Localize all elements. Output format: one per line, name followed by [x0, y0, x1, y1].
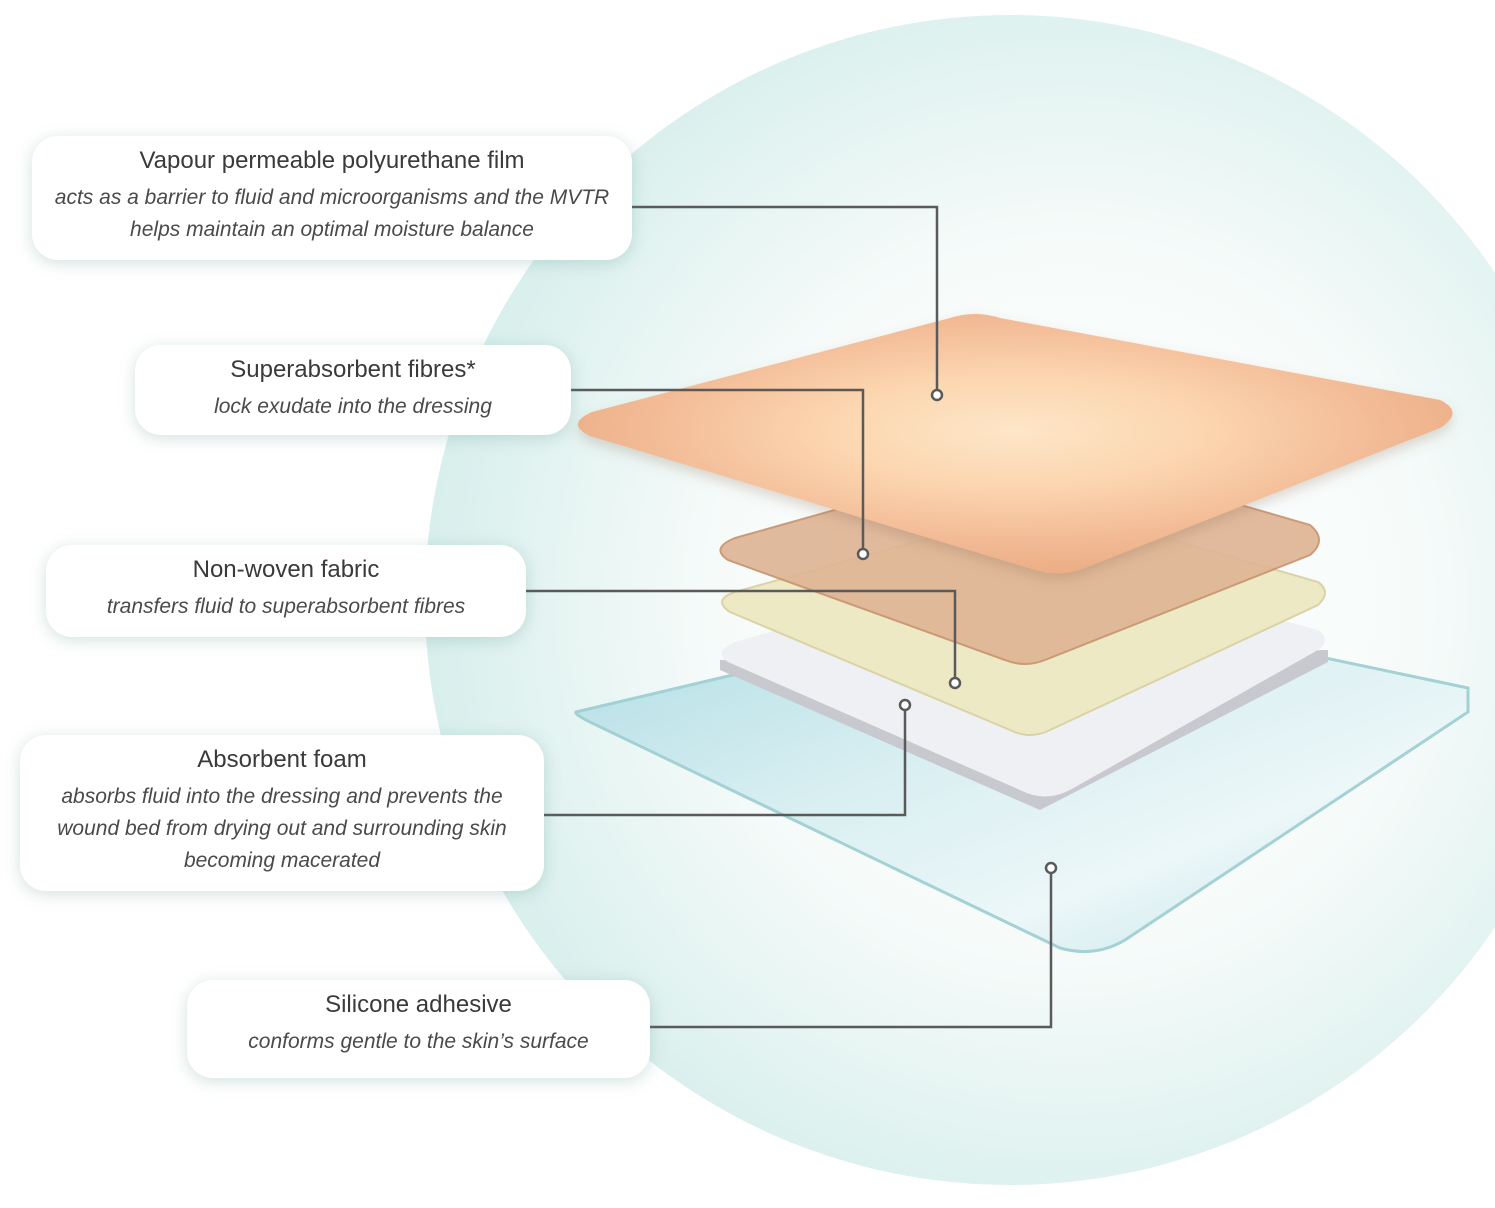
callout-fabric-title: Non-woven fabric: [192, 556, 380, 583]
callout-adhesive: Silicone adhesive conforms gentle to the…: [187, 980, 650, 1078]
anchor-point-film: [930, 388, 944, 402]
leader-line-film: [632, 205, 939, 390]
callout-adhesive-title: Silicone adhesive: [325, 991, 512, 1018]
callout-film-title: Vapour permeable polyurethane film: [139, 147, 525, 174]
film-layer: [577, 314, 1453, 574]
callout-adhesive-desc: conforms gentle to the skin’s surface: [248, 1030, 589, 1053]
callout-film-desc: acts as a barrier to fluid and microorga…: [54, 186, 610, 241]
leader-line-adhesive: [650, 873, 1053, 1029]
leader-line-fibres: [570, 388, 865, 549]
anchor-point-fibres: [856, 547, 870, 561]
callout-fibres: Superabsorbent fibres* lock exudate into…: [135, 345, 571, 435]
callout-fabric: Non-woven fabric transfers fluid to supe…: [46, 545, 526, 637]
callout-foam-title: Absorbent foam: [197, 746, 367, 773]
callout-fabric-desc: transfers fluid to superabsorbent fibres: [106, 595, 466, 618]
callout-fibres-desc: lock exudate into the dressing: [214, 395, 492, 418]
anchor-point-adhesive: [1044, 861, 1058, 875]
callout-foam-desc: absorbs fluid into the dressing and prev…: [57, 785, 507, 872]
leader-lines: [525, 205, 1053, 1029]
callout-film: Vapour permeable polyurethane film acts …: [32, 136, 632, 260]
leader-line-fabric: [525, 589, 957, 678]
anchor-point-fabric: [948, 676, 962, 690]
callout-fibres-title: Superabsorbent fibres*: [230, 356, 476, 383]
callout-foam: Absorbent foam absorbs fluid into the dr…: [20, 735, 544, 891]
anchor-point-foam: [898, 698, 912, 712]
leader-line-foam: [543, 710, 907, 817]
